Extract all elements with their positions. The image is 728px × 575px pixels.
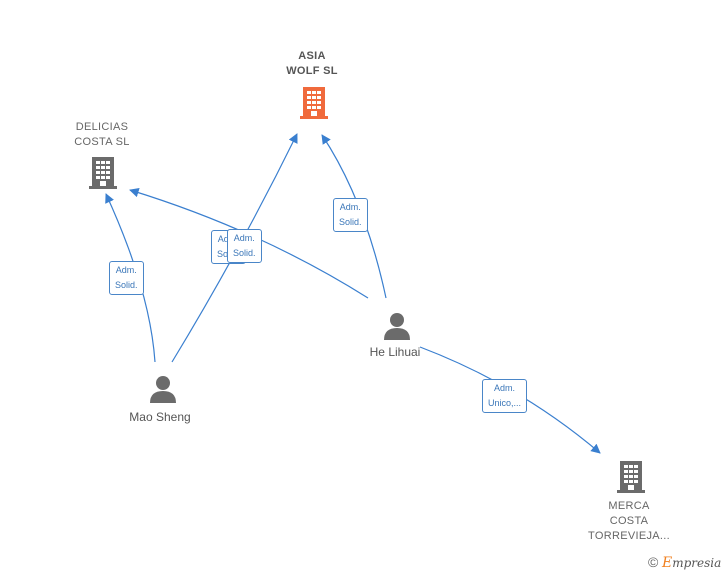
edge-label-line: Adm.: [115, 265, 137, 275]
empresia-watermark: © Empresia: [648, 554, 721, 571]
edge-label-line: Solid.: [233, 248, 256, 258]
node-label-line: COSTA SL: [74, 136, 130, 148]
node-label-line: MERCA: [608, 500, 650, 512]
node-label-he-lihuai: He Lihuai: [369, 345, 421, 359]
edge-label-mao-to-asia[interactable]: Adm. Solid.: [227, 229, 262, 263]
building-icon[interactable]: [298, 85, 330, 121]
node-label-asia-wolf: ASIA WOLF SL: [262, 49, 362, 79]
node-label-line: DELICIAS: [75, 121, 129, 133]
node-label-mao-sheng: Mao Sheng: [129, 410, 191, 424]
node-label-delicias: DELICIAS COSTA SL: [52, 120, 152, 150]
edge-label-line: Solid.: [115, 280, 138, 290]
empresia-logo-text: mpresia: [672, 556, 722, 570]
empresia-logo-e: E: [661, 555, 673, 571]
copyright-symbol: ©: [648, 554, 659, 570]
building-icon[interactable]: [615, 459, 647, 495]
edge-label-line: Adm.: [233, 233, 255, 243]
edge-label-he-to-merca[interactable]: Adm. Unico,...: [482, 379, 528, 413]
edge-label-line: Solid.: [339, 217, 362, 227]
edge-label-he-to-asia[interactable]: Adm. Solid.: [333, 198, 368, 232]
person-icon[interactable]: [148, 374, 178, 404]
edge-label-line: Adm.: [494, 383, 516, 393]
node-label-line: WOLF SL: [286, 65, 338, 77]
edge-label-line: Unico,...: [488, 398, 522, 408]
person-icon[interactable]: [382, 311, 412, 341]
node-label-line: COSTA: [609, 515, 649, 527]
node-label-line: TORREVIEJA...: [588, 530, 670, 542]
node-label-merca: MERCA COSTA TORREVIEJA...: [579, 499, 679, 544]
edge-label-line: Adm.: [339, 202, 361, 212]
node-label-line: ASIA: [298, 50, 326, 62]
building-icon[interactable]: [87, 155, 119, 191]
edge-label-mao-to-delicias[interactable]: Adm. Solid.: [109, 261, 144, 295]
